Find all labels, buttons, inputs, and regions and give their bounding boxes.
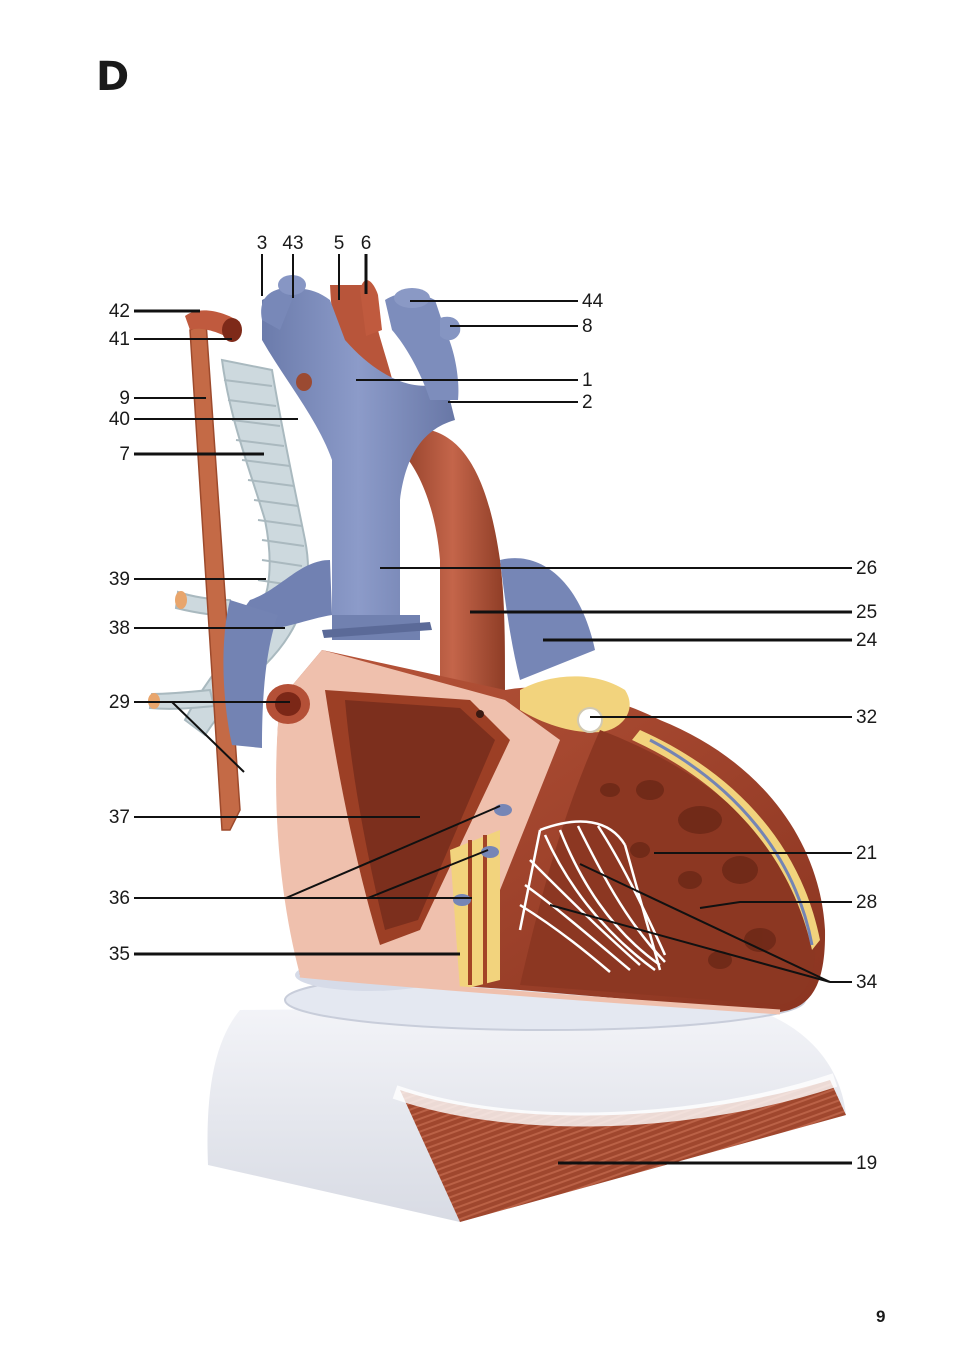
label-9: 9 (119, 388, 130, 409)
label-24: 24 (856, 630, 878, 651)
label-8: 8 (582, 316, 593, 337)
label-29: 29 (108, 692, 130, 713)
label-28: 28 (856, 892, 878, 913)
label-36: 36 (108, 888, 130, 909)
artery-top-left-opening (222, 318, 242, 342)
label-1: 1 (582, 370, 593, 391)
page-number: 9 (876, 1307, 886, 1326)
label-37: 37 (108, 807, 130, 828)
pulmonary-vein (500, 558, 595, 680)
label-43: 43 (282, 233, 304, 254)
label-6: 6 (360, 233, 372, 254)
label-2: 2 (582, 392, 593, 413)
section-letter: D (96, 54, 129, 100)
label-38: 38 (108, 618, 130, 639)
label-7: 7 (119, 444, 130, 465)
label-40: 40 (108, 409, 130, 430)
label-44: 44 (582, 291, 604, 312)
label-21: 21 (856, 843, 878, 864)
label-25: 25 (856, 602, 878, 623)
label-19: 19 (856, 1153, 878, 1174)
label-39: 39 (108, 569, 130, 590)
label-34: 34 (856, 972, 878, 993)
label-5: 5 (333, 233, 345, 254)
label-42: 42 (108, 301, 130, 322)
label-35: 35 (108, 944, 130, 965)
label-3: 3 (256, 233, 268, 254)
leader-lines (134, 254, 852, 1165)
label-26: 26 (856, 558, 878, 579)
superior-vena-cava (223, 275, 461, 748)
label-41: 41 (108, 329, 130, 350)
label-32: 32 (856, 707, 878, 728)
